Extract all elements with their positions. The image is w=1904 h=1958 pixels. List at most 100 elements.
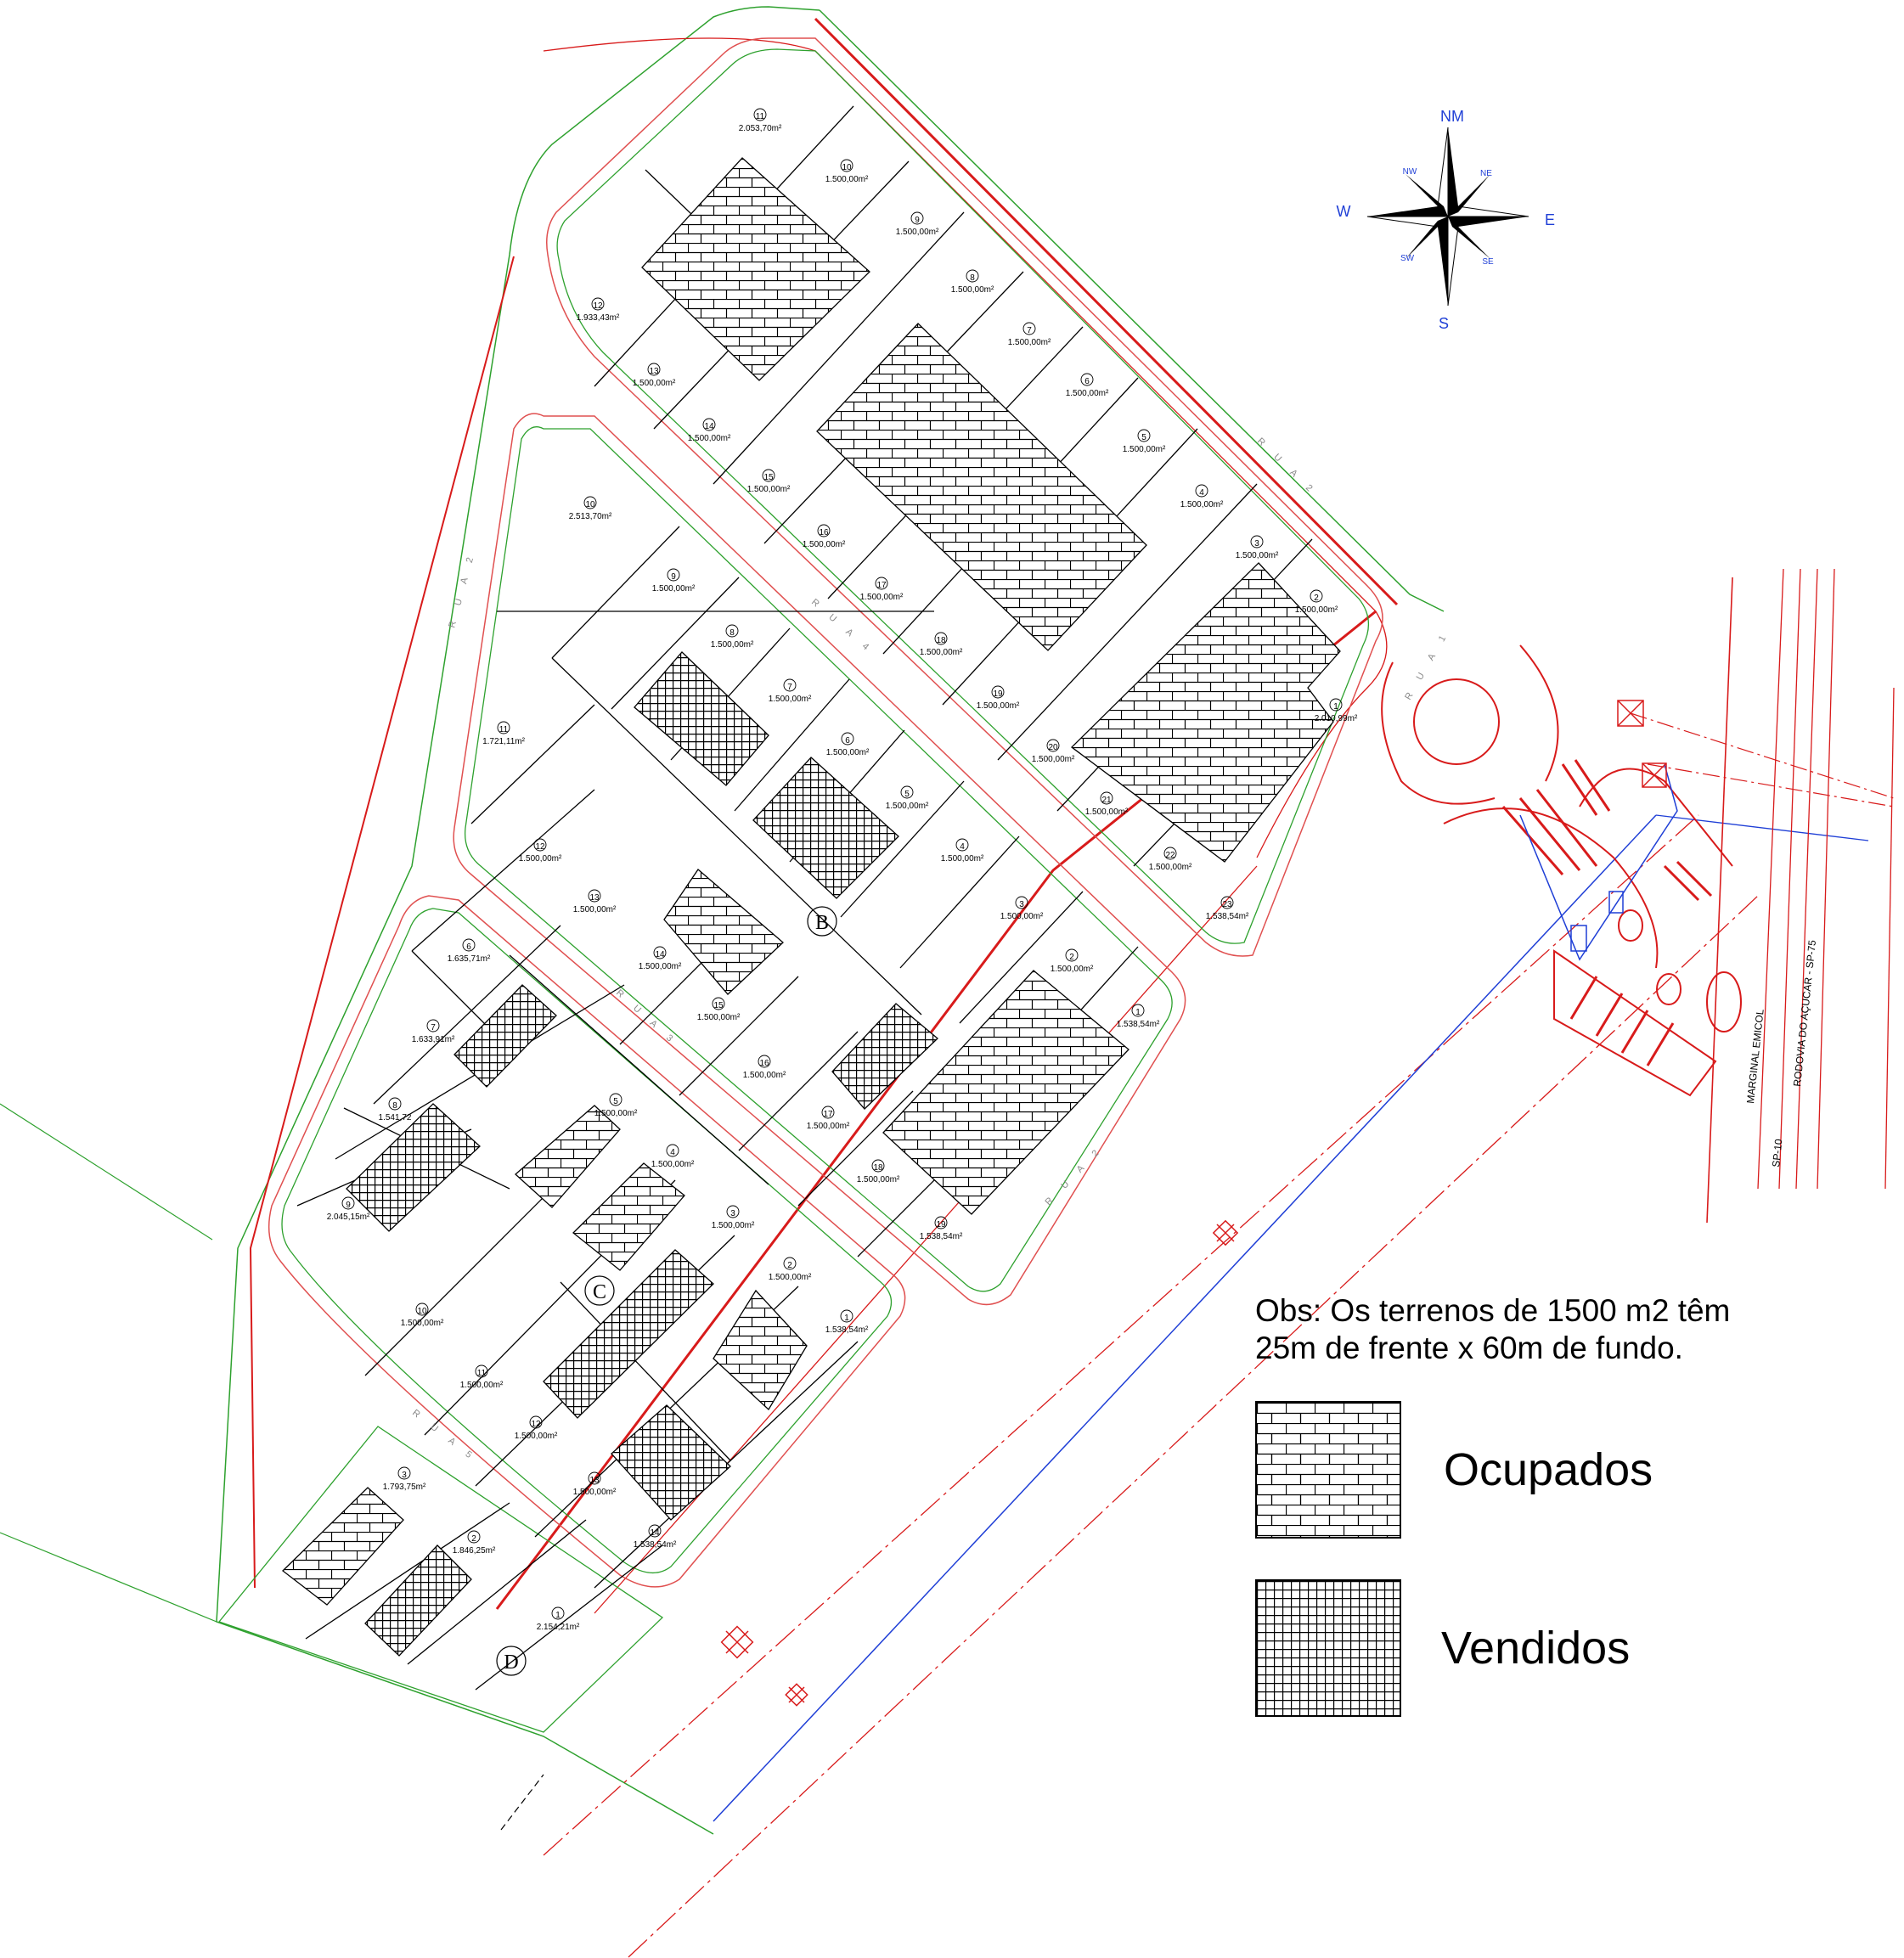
lot-number: 12 — [531, 1420, 541, 1429]
lot-area: 1.500,00m² — [886, 802, 929, 811]
lot-area: 1.635,71m² — [448, 954, 491, 964]
lot-number-circle — [415, 1303, 429, 1316]
lot-label: 81.500,00m² — [951, 269, 994, 295]
lot-area: 1.500,00m² — [1066, 389, 1109, 398]
lot-number-circle — [783, 1257, 797, 1270]
compass-rose-icon: NM S E W NE NW SE SW — [1337, 108, 1556, 332]
lot-label: 51.500,00m² — [1123, 429, 1166, 454]
lot-label: 71.500,00m² — [1008, 322, 1051, 347]
lot-number: 3 — [1254, 539, 1259, 549]
lot-number-circle — [1137, 429, 1151, 442]
lot-number-circle — [753, 108, 767, 121]
lot-area: 1.500,00m² — [769, 1273, 812, 1282]
lot-number: 8 — [970, 273, 975, 283]
lot-number: 5 — [904, 790, 910, 799]
lot-number-circle — [647, 363, 661, 376]
lot-label: 12.154,21m² — [537, 1606, 580, 1632]
lot-number: 7 — [1027, 326, 1032, 335]
lot-label: 91.500,00m² — [896, 211, 939, 237]
lot-label: 191.500,00m² — [977, 685, 1020, 711]
lot-area: 1.500,00m² — [807, 1122, 850, 1131]
lot-area: 1.500,00m² — [594, 1109, 638, 1118]
lot-number: 11 — [477, 1369, 487, 1378]
lot-area: 1.500,00m² — [977, 701, 1020, 711]
lot-label: 1 1.538,54m² — [825, 1309, 869, 1335]
property-boundary — [0, 6, 1445, 1835]
lot-number: 2 — [1314, 594, 1319, 603]
lot-number: 14 — [655, 950, 665, 959]
lot-area: 1.500,00m² — [1123, 445, 1166, 454]
compass-sw: SW — [1400, 254, 1415, 263]
lot-area: 1.500,00m² — [515, 1432, 558, 1441]
lot-number: 10 — [842, 163, 852, 172]
note: Obs: Os terrenos de 1500 m2 têm 25m de f… — [1255, 1292, 1850, 1367]
lot-area: 1.538,54m² — [1117, 1020, 1160, 1029]
lot-number: 9 — [346, 1201, 351, 1210]
lot-number-circle — [840, 159, 853, 172]
lot-number-circle — [841, 732, 854, 746]
lot-number-circle — [900, 785, 914, 799]
lot-label: 31.500,00m² — [712, 1205, 755, 1230]
compass-e: E — [1545, 211, 1555, 228]
lot-label: 81.541,72 — [379, 1097, 412, 1122]
lot-number: 23 — [1222, 900, 1232, 909]
lot-area: 2.010,99m² — [1315, 714, 1358, 723]
lot-area: 1.538,54m² — [825, 1325, 869, 1335]
lot-area: 1.793,75m² — [383, 1483, 426, 1492]
lot-number: 8 — [729, 628, 735, 638]
lot-number: 5 — [613, 1097, 618, 1106]
lot-number-circle — [666, 1144, 679, 1157]
lot-label: 2 1.500,00m² — [1051, 948, 1094, 974]
lot-label: 102.513,70m² — [569, 496, 612, 521]
lot-number-circle — [551, 1606, 565, 1620]
lot-number-circle — [1046, 739, 1060, 752]
lot-label: 31.500,00m² — [1000, 896, 1044, 921]
lot-number-circle — [840, 1309, 853, 1323]
lot-number: 4 — [1199, 488, 1204, 498]
lot-label: 211.500,00m² — [1085, 791, 1129, 817]
lot-number: 2 — [1069, 953, 1074, 962]
street-rua2-east: R U A 2 — [1255, 436, 1319, 498]
lot-area: 1.500,00m² — [896, 228, 939, 237]
lot-number: 16 — [759, 1059, 769, 1068]
lot-area: 1.500,00m² — [1180, 500, 1224, 509]
lot-area: 2.154,21m² — [537, 1623, 580, 1632]
note-line2: 25m de frente x 60m de fundo. — [1255, 1331, 1683, 1365]
lot-number: 11 — [499, 725, 509, 734]
lot-number-circle — [341, 1196, 355, 1210]
lot-area: 1.500,00m² — [573, 905, 617, 914]
compass-s: S — [1439, 315, 1449, 332]
compass-nw: NW — [1403, 167, 1417, 177]
lot-number-circle — [533, 838, 547, 852]
lot-area: 1.500,00m² — [1051, 965, 1094, 974]
lot-number-circle — [388, 1097, 402, 1111]
street-rua4: R U A 4 — [809, 597, 876, 656]
lot-area: 1.500,00m² — [1032, 755, 1075, 764]
lot-label: 181.500,00m² — [857, 1159, 900, 1184]
legend-occupied-swatch — [1255, 1401, 1401, 1539]
lot-number: 6 — [845, 736, 850, 746]
lot-number: 1 — [844, 1314, 849, 1323]
lot-number-circle — [529, 1415, 543, 1429]
lot-number: 14 — [704, 422, 714, 431]
block-a — [546, 37, 1383, 957]
lot-number-circle — [1015, 896, 1028, 909]
compass-ne: NE — [1480, 169, 1492, 178]
lot-area: 1.500,00m² — [401, 1319, 444, 1328]
compass-w: W — [1337, 203, 1351, 220]
lot-label: 161.500,00m² — [743, 1055, 786, 1080]
lot-number: 8 — [392, 1101, 397, 1111]
lot-number: 4 — [670, 1148, 675, 1157]
lot-area: 1.500,00m² — [688, 434, 731, 443]
lot-number-circle — [497, 721, 510, 734]
lot-dividers — [296, 105, 1330, 1691]
lot-number: 14 — [650, 1528, 660, 1538]
lot-area: 1.500,00m² — [1149, 863, 1192, 872]
lot-area: 1.500,00m² — [860, 593, 904, 602]
lot-label: 181.500,00m² — [920, 632, 963, 657]
lot-number: 3 — [402, 1471, 407, 1480]
lot-area: 1.500,00m² — [857, 1175, 900, 1184]
lot-number-circle — [1195, 484, 1208, 498]
lot-area: 1.500,00m² — [1000, 912, 1044, 921]
lot-label: 41.500,00m² — [651, 1144, 695, 1169]
